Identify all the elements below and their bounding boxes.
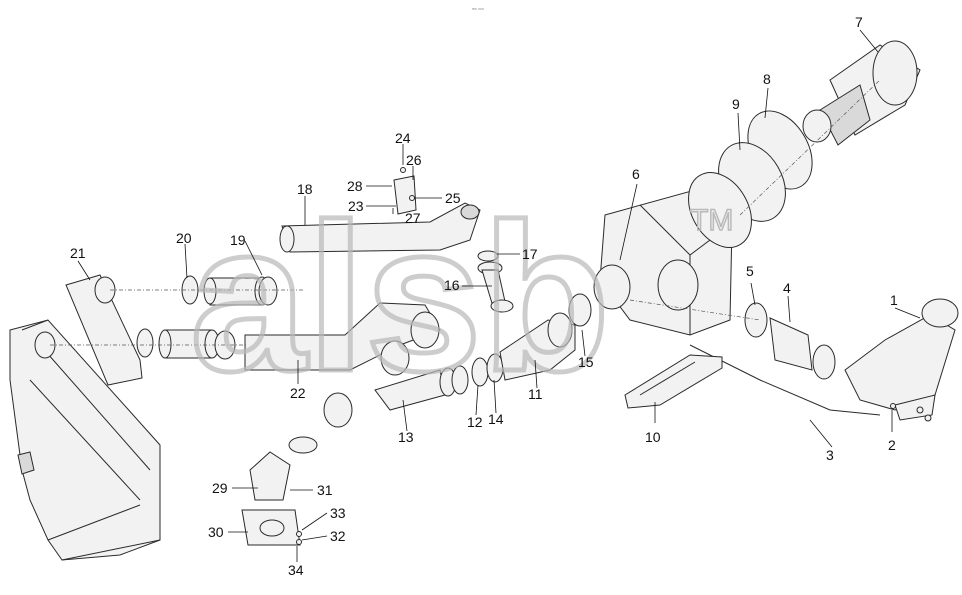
callout-31: 31 <box>317 482 333 498</box>
rings-8-9 <box>688 110 813 248</box>
callout-30: 30 <box>208 524 224 540</box>
callout-18: 18 <box>297 181 313 197</box>
callout-19: 19 <box>230 232 246 248</box>
callout-23: 23 <box>348 198 364 214</box>
elbow-29-assembly <box>241 436 318 546</box>
callout-33: 33 <box>330 505 346 521</box>
callout-11: 11 <box>528 386 543 402</box>
hose-19 <box>158 276 278 360</box>
hose-16-17 <box>477 250 514 313</box>
callout-22: 22 <box>290 385 306 401</box>
callout-34: 34 <box>288 562 304 578</box>
hose-4 <box>769 317 813 371</box>
callout-14: 14 <box>488 411 504 427</box>
callout-21: 21 <box>70 245 86 261</box>
callout-2: 2 <box>888 437 896 453</box>
clamp-20 <box>136 275 199 358</box>
bracket-10 <box>624 354 723 409</box>
bolt-2 <box>890 403 896 409</box>
callout-10: 10 <box>645 429 661 445</box>
watermark: alsb TM <box>188 178 735 418</box>
callout-6: 6 <box>632 166 640 182</box>
leader-lines <box>77 29 921 562</box>
callout-8: 8 <box>763 71 771 87</box>
callout-3: 3 <box>826 447 834 463</box>
bracket-assembly <box>393 167 417 215</box>
filter-element <box>802 40 921 146</box>
pipe-11 <box>499 312 576 381</box>
callout-27: 27 <box>405 210 421 226</box>
callout-9: 9 <box>732 96 740 112</box>
elbow-1 <box>844 298 959 422</box>
callout-28: 28 <box>347 178 363 194</box>
callout-labels: 1 2 3 4 5 6 7 8 9 10 11 12 13 14 15 16 1… <box>70 14 898 578</box>
clamp-4b <box>812 344 836 380</box>
callout-5: 5 <box>746 263 754 279</box>
callout-20: 20 <box>176 230 192 246</box>
callout-16: 16 <box>444 277 460 293</box>
watermark-tm: TM <box>690 204 733 237</box>
callout-1: 1 <box>890 292 898 308</box>
header-mark: ᵐᵒ ᵒᵒᵒ <box>472 7 484 13</box>
watermark-text: alsb <box>190 180 610 415</box>
clamp-5 <box>744 302 768 338</box>
tube-3 <box>689 344 881 416</box>
intercooler <box>9 274 161 561</box>
callout-4: 4 <box>783 280 791 296</box>
callout-24: 24 <box>395 130 411 146</box>
callout-17: 17 <box>522 246 538 262</box>
callout-13: 13 <box>398 429 414 445</box>
assembly-centerlines <box>50 79 881 346</box>
pipe-18 <box>279 202 481 253</box>
callout-26: 26 <box>406 152 422 168</box>
callout-25: 25 <box>445 190 461 206</box>
clamp-15 <box>568 293 592 327</box>
pipe-22 <box>244 302 441 376</box>
callout-7: 7 <box>855 14 863 30</box>
hose-13 <box>323 369 446 428</box>
callout-29: 29 <box>212 480 228 496</box>
callout-15: 15 <box>578 354 594 370</box>
callout-12: 12 <box>467 414 483 430</box>
callout-32: 32 <box>330 528 346 544</box>
